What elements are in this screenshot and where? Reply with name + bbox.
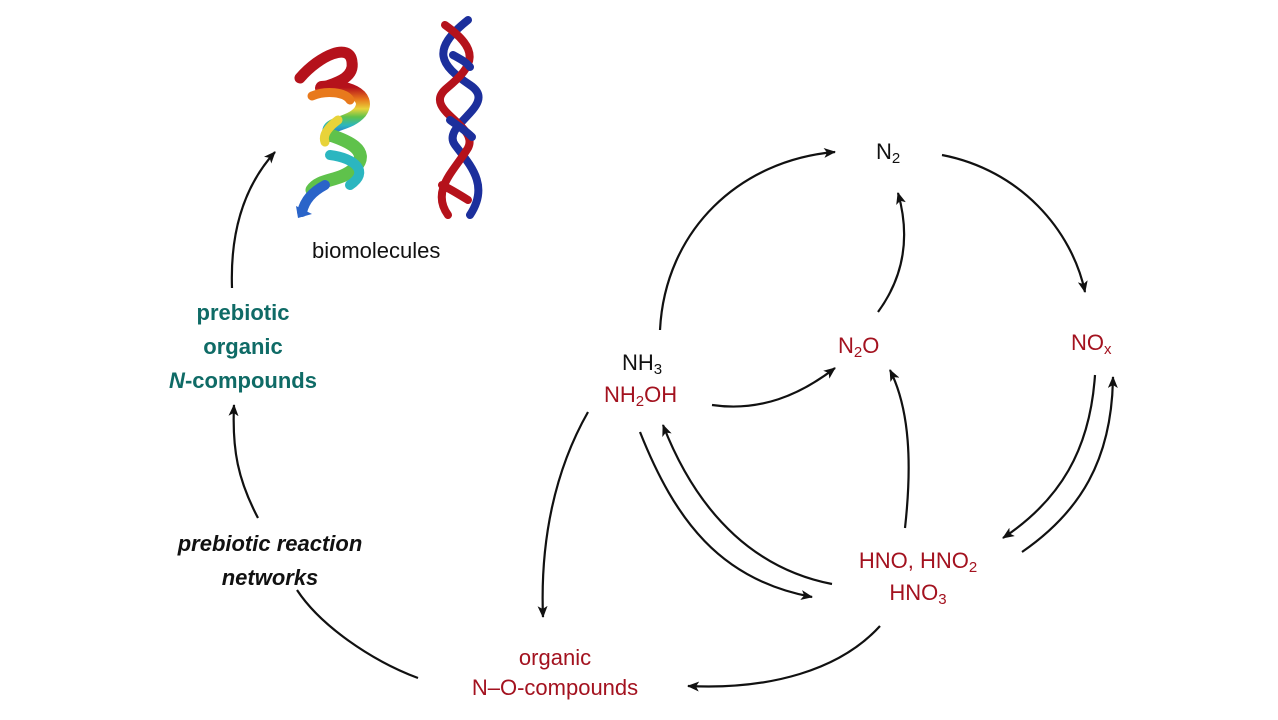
organic-no-line1: organic bbox=[518, 645, 592, 670]
arrow-hno-to-nh2oh bbox=[661, 424, 833, 586]
arrow-hno-to-nox bbox=[1021, 376, 1118, 553]
nox-label: NOx bbox=[1071, 330, 1112, 358]
reaction-arrows bbox=[228, 147, 1118, 692]
arrow-nox-to-hno bbox=[1002, 374, 1097, 539]
organic-no-line2: N–O-compounds bbox=[471, 675, 639, 700]
n2o-label: N2O bbox=[838, 333, 880, 361]
prebiotic-networks-line2: networks bbox=[221, 565, 319, 590]
organic-no-compounds-label: organic N–O-compounds bbox=[430, 645, 680, 701]
nh2oh-label: NH2OH bbox=[604, 382, 678, 410]
arrow-hno-to-organic bbox=[687, 625, 881, 692]
hno-line2: HNO3 bbox=[889, 580, 947, 608]
prebiotic-organic-n-compounds-label: prebiotic organic N-compounds bbox=[133, 296, 353, 398]
n2-label: N2 bbox=[876, 139, 901, 167]
arrow-nh2oh-to-hno bbox=[638, 431, 813, 600]
prebiotic-reaction-networks-label: prebiotic reaction networks bbox=[140, 527, 400, 595]
hno-line1: HNO, HNO2 bbox=[858, 548, 978, 576]
arrow-hno-to-n2o bbox=[889, 369, 910, 529]
arrow-nh2oh-to-n2o bbox=[711, 367, 836, 408]
arrow-prebiotic-organic-to-biomolecules bbox=[230, 151, 276, 289]
prebiotic-organic-line2: organic bbox=[203, 334, 283, 359]
prebiotic-networks-line1: prebiotic reaction bbox=[177, 531, 363, 556]
arrow-nh2oh-to-organic bbox=[537, 411, 589, 618]
prebiotic-organic-line1: prebiotic bbox=[196, 300, 290, 325]
biomolecules-label: biomolecules bbox=[312, 238, 441, 263]
arrow-n2-to-nox bbox=[941, 153, 1088, 293]
hno-group-label: HNO, HNO2 HNO3 bbox=[838, 548, 998, 608]
dna-double-helix-icon bbox=[436, 16, 483, 219]
protein-helix-ribbon-icon bbox=[294, 46, 370, 218]
arrow-nh3-to-n2 bbox=[658, 147, 836, 331]
prebiotic-organic-line3: N-compounds bbox=[169, 368, 317, 393]
arrow-networks-to-prebiotic-organic bbox=[228, 404, 259, 519]
arrow-n2o-to-n2 bbox=[877, 192, 906, 313]
arrow-organic-to-networks bbox=[296, 589, 419, 680]
nh3-label: NH3 bbox=[622, 350, 663, 378]
